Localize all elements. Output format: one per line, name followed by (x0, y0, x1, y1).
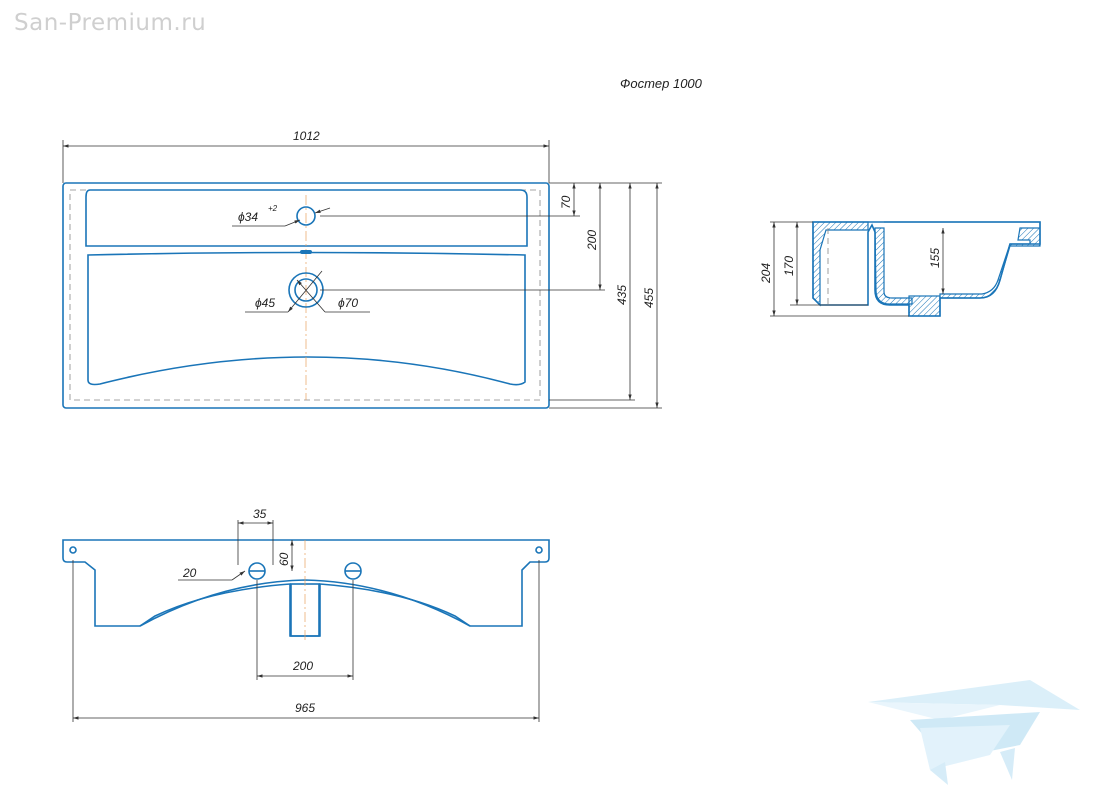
dim-label-200-front: 200 (292, 659, 313, 673)
front-view: 35 60 20 200 965 (62, 507, 550, 722)
tap-hole-tolerance: +2 (268, 204, 278, 213)
dim-label-155: 155 (928, 248, 942, 268)
side-section-back-wall (884, 221, 1041, 299)
top-view-hidden-contour (69, 189, 541, 401)
front-view-outline (62, 539, 550, 637)
dim-label-35: 35 (253, 507, 267, 521)
dim-label-60: 60 (277, 552, 291, 566)
tap-hole-label: ϕ34 (238, 210, 258, 224)
dim-label-200: 200 (585, 230, 599, 251)
dim-label-204: 204 (759, 263, 773, 284)
drain-outer-label: ϕ70 (338, 296, 358, 310)
top-view-basin (87, 251, 526, 386)
top-view-tap-deck (85, 189, 528, 247)
front-view-drain-pipe (290, 583, 320, 637)
drain-inner-label: ϕ45 (255, 296, 275, 310)
side-section-drain (908, 295, 941, 317)
watermark-text: San-Premium.ru (14, 10, 207, 36)
top-view: 1012 70 200 435 455 ϕ34 +2 ϕ45 ϕ70 (62, 129, 662, 409)
overflow-slot (300, 250, 312, 254)
front-view-fixing-hole-right (535, 546, 543, 554)
dim-label-170: 170 (782, 256, 796, 276)
model-title: Фостер 1000 (620, 76, 702, 91)
brand-logo-icon (868, 680, 1080, 785)
dim-label-435: 435 (615, 285, 629, 305)
dim-label-20: 20 (182, 566, 197, 580)
top-view-outer-rim (62, 182, 550, 409)
side-section-basin-wall (874, 227, 913, 305)
dim-label-70: 70 (559, 195, 573, 209)
side-section-front-wall (812, 221, 869, 307)
dim-label-965: 965 (295, 701, 315, 715)
side-section-view: 204 170 155 (759, 221, 1041, 317)
tap-hole (296, 206, 316, 226)
dim-label-455: 455 (642, 288, 656, 308)
dim-label-1012: 1012 (293, 129, 320, 143)
front-view-fixing-hole-left (69, 546, 77, 554)
drain-inner-circle (294, 278, 318, 302)
